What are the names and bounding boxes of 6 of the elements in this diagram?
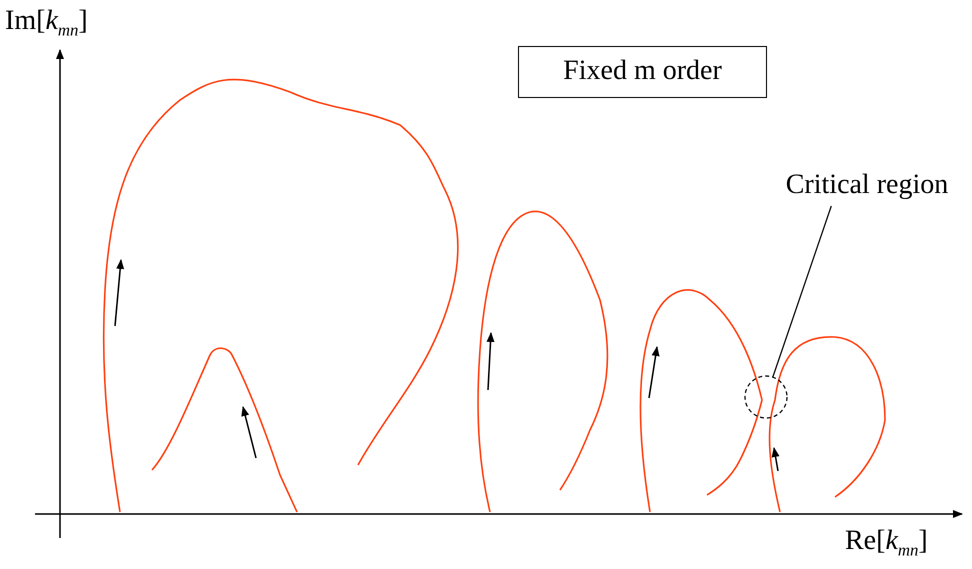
title-box: Fixed m order bbox=[518, 46, 767, 98]
axis-label: Im[k$_{mn}$] bbox=[5, 6, 88, 40]
axis-label: Re[k$_{mn}$] bbox=[845, 526, 928, 560]
callout-text: Critical region bbox=[762, 170, 972, 206]
leader-line bbox=[772, 206, 832, 378]
dashed-circle bbox=[744, 375, 788, 419]
